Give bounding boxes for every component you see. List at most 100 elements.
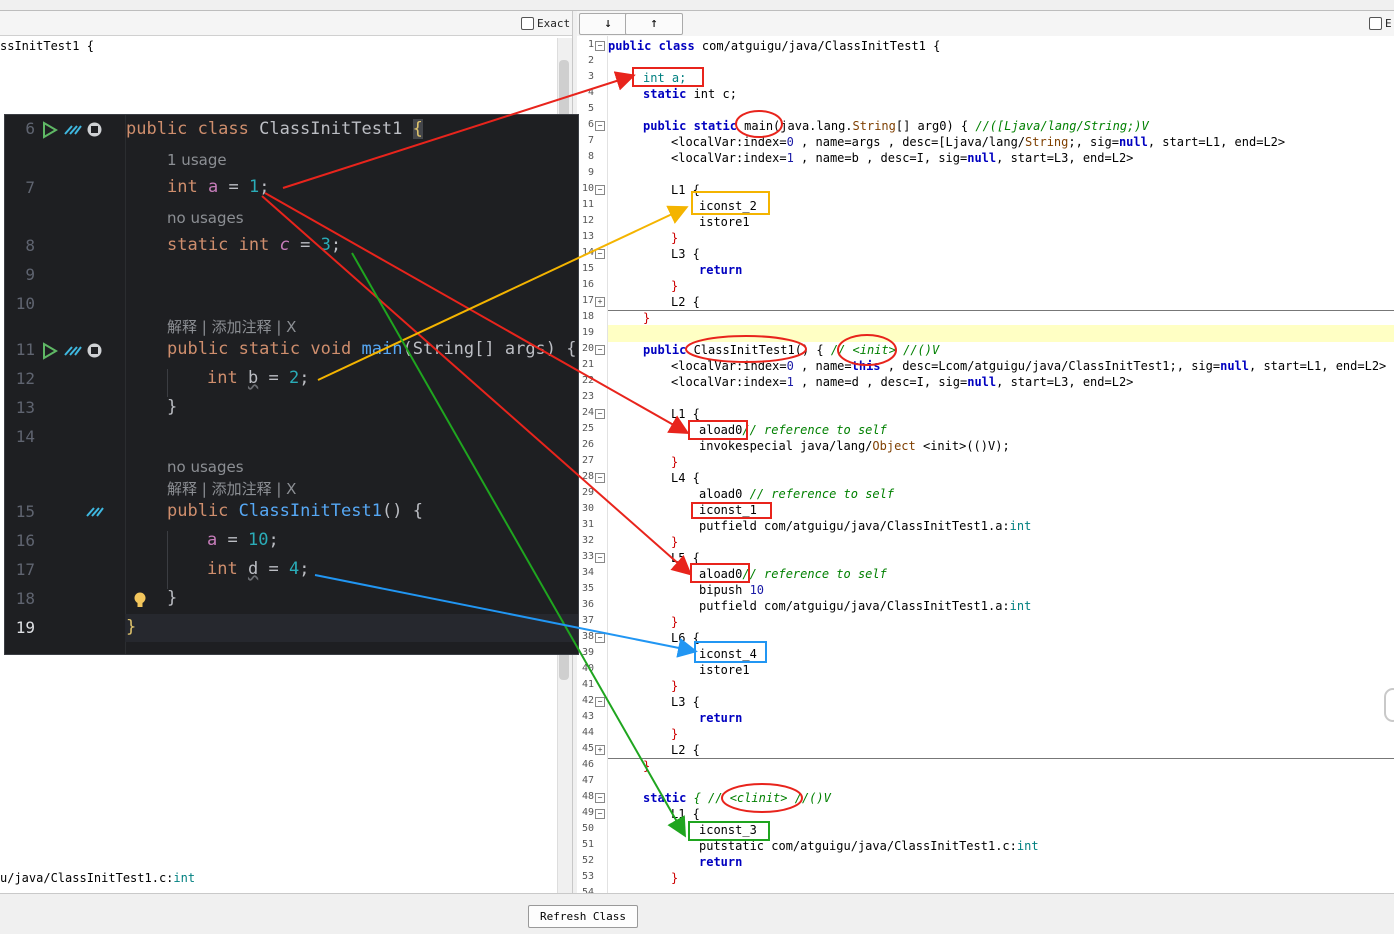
fold-toggle-icon[interactable]: − <box>595 121 605 131</box>
debug-icon[interactable] <box>86 342 103 359</box>
window-top-strip <box>0 0 1394 11</box>
fold-toggle-icon[interactable]: + <box>595 745 605 755</box>
bc-label-l4: L4 { <box>671 471 700 485</box>
usage-hint[interactable]: no usages <box>167 458 244 476</box>
bc-return: return <box>699 263 743 277</box>
bytecode-line-number: 24 <box>581 407 594 418</box>
bc-label-l5: L5 { <box>671 551 700 565</box>
bc-label-l3: L3 { <box>671 695 700 709</box>
bc-close-brace: } <box>671 535 679 549</box>
ide-line-18: } <box>167 588 178 608</box>
exact-label-right: E <box>1385 17 1392 30</box>
bc-close-brace: } <box>671 455 679 469</box>
bytecode-line-number: 3 <box>587 71 594 82</box>
fold-toggle-icon[interactable]: − <box>595 409 605 419</box>
bc-class-decl: public class com/atguigu/java/ClassInitT… <box>608 39 941 53</box>
upload-button[interactable]: ↑ <box>625 13 683 35</box>
bc-localvar-args: <localVar:index=0 , name=args , desc=[Lj… <box>671 135 1286 149</box>
refresh-class-button[interactable]: Refresh Class <box>528 905 638 928</box>
bytecode-line-number: 13 <box>581 231 594 242</box>
bytecode-line-number: 25 <box>581 423 594 434</box>
fold-toggle-icon[interactable]: + <box>595 297 605 307</box>
bytecode-line-number: 9 <box>587 167 594 178</box>
bc-localvar-b: <localVar:index=1 , name=b , desc=I, sig… <box>671 151 1134 165</box>
lightbulb-icon[interactable] <box>133 591 147 609</box>
bytecode-line-number: 22 <box>581 375 594 386</box>
ide-line-number: 15 <box>15 502 35 521</box>
bytecode-line-number: 52 <box>581 855 594 866</box>
bytecode-line-number: 47 <box>581 775 594 786</box>
ide-line-number: 7 <box>25 178 35 197</box>
bc-close-brace: } <box>643 311 651 325</box>
bc-close-brace: } <box>671 231 679 245</box>
run-icon[interactable] <box>41 121 59 139</box>
bc-aload0: aload0 // reference to self <box>699 487 895 501</box>
bc-static-init: static { // <clinit> //()V <box>643 791 831 805</box>
bc-label-l1: L1 { <box>671 407 700 421</box>
scroll-indicator[interactable] <box>1384 688 1394 722</box>
bc-return: return <box>699 711 743 725</box>
bc-istore1: istore1 <box>699 663 750 677</box>
right-toolbar <box>577 11 1394 37</box>
indent-guide <box>167 369 168 397</box>
debug-icon[interactable] <box>86 121 103 138</box>
bytecode-line-number: 53 <box>581 871 594 882</box>
bytecode-line-number: 27 <box>581 455 594 466</box>
ide-line-7: int a = 1; <box>167 177 270 197</box>
usage-hint[interactable]: no usages <box>167 209 244 227</box>
fold-toggle-icon[interactable]: − <box>595 553 605 563</box>
bytecode-line-number: 15 <box>581 263 594 274</box>
usage-hint[interactable]: 1 usage <box>167 151 227 169</box>
method-separator <box>608 310 1394 311</box>
exact-checkbox-left[interactable] <box>521 17 534 30</box>
bytecode-line-number: 33 <box>581 551 594 562</box>
bytecode-line-number: 43 <box>581 711 594 722</box>
ide-line-17: int d = 4; <box>207 559 310 579</box>
bytecode-line-number: 29 <box>581 487 594 498</box>
bytecode-line-number: 17 <box>581 295 594 306</box>
bc-iconst-2: iconst_2 <box>699 199 757 213</box>
ide-line-6: public class ClassInitTest1 { <box>126 119 423 139</box>
bytecode-line-number: 35 <box>581 583 594 594</box>
fold-toggle-icon[interactable]: − <box>595 793 605 803</box>
bc-close-brace: } <box>671 727 679 741</box>
left-toolbar <box>0 11 572 36</box>
left-class-fragment: ssInitTest1 { <box>0 39 94 53</box>
bytecode-line-number: 1 <box>587 39 594 50</box>
bytecode-line-number: 49 <box>581 807 594 818</box>
bytecode-line-number: 36 <box>581 599 594 610</box>
fold-toggle-icon[interactable]: − <box>595 809 605 819</box>
download-button[interactable]: ↓ <box>579 13 637 35</box>
bytecode-line-number: 12 <box>581 215 594 226</box>
implemented-icon[interactable] <box>85 504 105 520</box>
fold-toggle-icon[interactable]: − <box>595 697 605 707</box>
fold-toggle-icon[interactable]: − <box>595 41 605 51</box>
bytecode-line-number: 5 <box>587 103 594 114</box>
fold-toggle-icon[interactable]: − <box>595 345 605 355</box>
bc-return: return <box>699 855 743 869</box>
bc-close-brace: } <box>671 679 679 693</box>
exact-checkbox-right[interactable] <box>1369 17 1382 30</box>
explain-hint[interactable]: 解释 | 添加注释 | X <box>167 480 297 498</box>
fold-toggle-icon[interactable]: − <box>595 633 605 643</box>
fold-toggle-icon[interactable]: − <box>595 249 605 259</box>
ide-line-13: } <box>167 397 178 417</box>
run-icon[interactable] <box>41 342 59 360</box>
bc-iconst-3: iconst_3 <box>699 823 757 837</box>
bc-localvar-this: <localVar:index=0 , name=this , desc=Lco… <box>671 359 1387 373</box>
current-line-highlight <box>608 325 1394 342</box>
bytecode-line-number: 18 <box>581 311 594 322</box>
bc-aload0: aload0// reference to self <box>699 567 887 581</box>
bc-label-l1: L1 { <box>671 183 700 197</box>
bytecode-line-number: 50 <box>581 823 594 834</box>
fold-toggle-icon[interactable]: − <box>595 473 605 483</box>
exact-label-left: Exact <box>537 17 571 30</box>
ide-line-number-current: 19 <box>15 618 35 637</box>
implemented-icon[interactable] <box>63 122 83 138</box>
explain-hint[interactable]: 解释 | 添加注释 | X <box>167 318 297 336</box>
bc-bipush: bipush 10 <box>699 583 765 597</box>
upload-icon: ↑ <box>650 16 658 31</box>
fold-toggle-icon[interactable]: − <box>595 185 605 195</box>
implemented-icon[interactable] <box>63 343 83 359</box>
ide-gutter <box>5 115 126 654</box>
